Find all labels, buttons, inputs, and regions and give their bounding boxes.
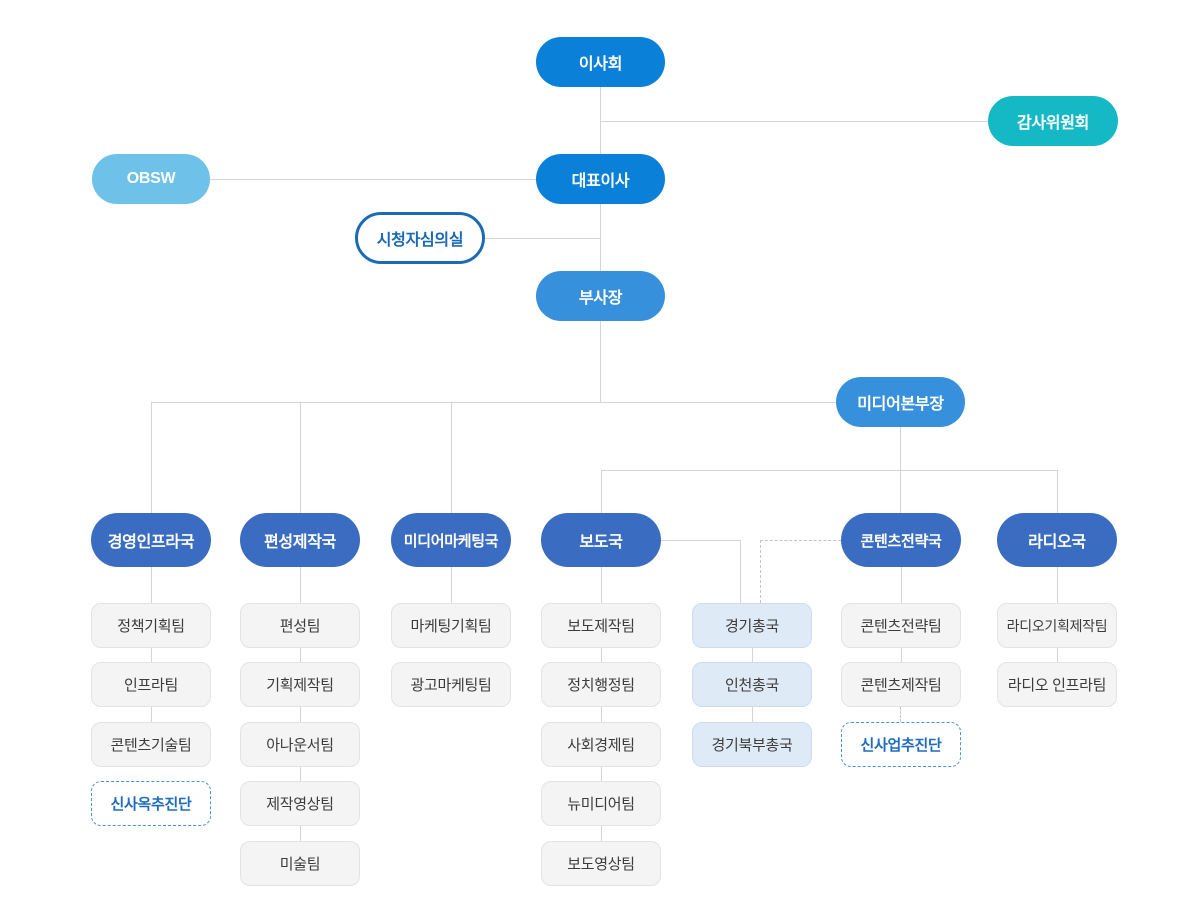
connector-line — [451, 567, 452, 603]
connector-line — [300, 826, 301, 841]
connector-line-dashed — [900, 707, 901, 722]
regional-bureau-box: 경기북부총국 — [692, 722, 812, 767]
connector-line — [601, 707, 602, 722]
connector-line — [151, 402, 836, 403]
regional-bureau-box: 인천총국 — [692, 662, 812, 707]
team-box: 인프라팀 — [91, 662, 211, 707]
team-box: 광고마케팅팀 — [391, 662, 511, 707]
team-box: 라디오 인프라팀 — [997, 662, 1117, 707]
team-box-new-business-taskforce: 신사업추진단 — [841, 722, 961, 767]
node-viewer-review-office: 시청자심의실 — [355, 212, 485, 264]
connector-line — [901, 567, 902, 603]
connector-line — [300, 767, 301, 781]
connector-line — [1057, 470, 1058, 513]
connector-line — [210, 179, 536, 180]
team-box: 콘텐츠제작팀 — [841, 662, 961, 707]
team-box: 보도제작팀 — [541, 603, 661, 648]
connector-line — [601, 470, 1057, 471]
team-box: 정책기획팀 — [91, 603, 211, 648]
team-box: 보도영상팀 — [541, 841, 661, 886]
team-box: 제작영상팀 — [240, 781, 360, 826]
team-box: 라디오기획제작팀 — [997, 603, 1117, 648]
connector-line — [601, 826, 602, 841]
team-box: 정치행정팀 — [541, 662, 661, 707]
connector-line — [600, 321, 601, 402]
regional-bureau-box: 경기총국 — [692, 603, 812, 648]
connector-line — [740, 540, 741, 603]
connector-line — [600, 204, 601, 271]
dept-pill-news: 보도국 — [541, 513, 661, 567]
connector-line — [601, 767, 602, 781]
connector-line — [1057, 648, 1058, 662]
connector-line — [601, 567, 602, 603]
team-box: 아나운서팀 — [240, 722, 360, 767]
connector-line — [151, 402, 152, 513]
dept-pill-radio: 라디오국 — [997, 513, 1117, 567]
team-box: 미술팀 — [240, 841, 360, 886]
team-box-new-office-taskforce: 신사옥추진단 — [91, 781, 211, 826]
connector-line — [600, 87, 601, 154]
connector-line — [300, 402, 301, 513]
node-audit-committee: 감사위원회 — [988, 96, 1118, 146]
connector-line — [752, 707, 753, 722]
connector-line — [300, 707, 301, 722]
connector-line-dashed — [760, 540, 841, 541]
node-ceo: 대표이사 — [536, 154, 665, 204]
connector-line — [1057, 567, 1058, 603]
connector-line — [451, 402, 452, 513]
node-board: 이사회 — [536, 37, 665, 87]
connector-line — [752, 648, 753, 662]
connector-line — [300, 648, 301, 662]
node-media-division-head: 미디어본부장 — [836, 377, 965, 427]
connector-line — [601, 121, 988, 122]
team-box: 콘텐츠전략팀 — [841, 603, 961, 648]
team-box: 콘텐츠기술팀 — [91, 722, 211, 767]
node-vice-president: 부사장 — [536, 271, 665, 321]
connector-line — [661, 540, 740, 541]
connector-line — [151, 707, 152, 722]
connector-line — [601, 648, 602, 662]
team-box: 마케팅기획팀 — [391, 603, 511, 648]
dept-pill-content-strategy: 콘텐츠전략국 — [841, 513, 961, 567]
connector-line-dashed — [760, 540, 761, 603]
connector-line — [901, 648, 902, 662]
node-obsw: OBSW — [92, 154, 210, 204]
dept-pill-programming-production: 편성제작국 — [240, 513, 360, 567]
connector-line — [300, 567, 301, 603]
connector-line — [151, 567, 152, 603]
team-box: 뉴미디어팀 — [541, 781, 661, 826]
team-box: 기획제작팀 — [240, 662, 360, 707]
dept-pill-media-marketing: 미디어마케팅국 — [391, 513, 511, 567]
team-box: 편성팀 — [240, 603, 360, 648]
connector-line — [151, 648, 152, 662]
dept-pill-management-infrastructure: 경영인프라국 — [91, 513, 211, 567]
team-box: 사회경제팀 — [541, 722, 661, 767]
connector-line — [601, 470, 602, 513]
connector-line — [485, 238, 601, 239]
